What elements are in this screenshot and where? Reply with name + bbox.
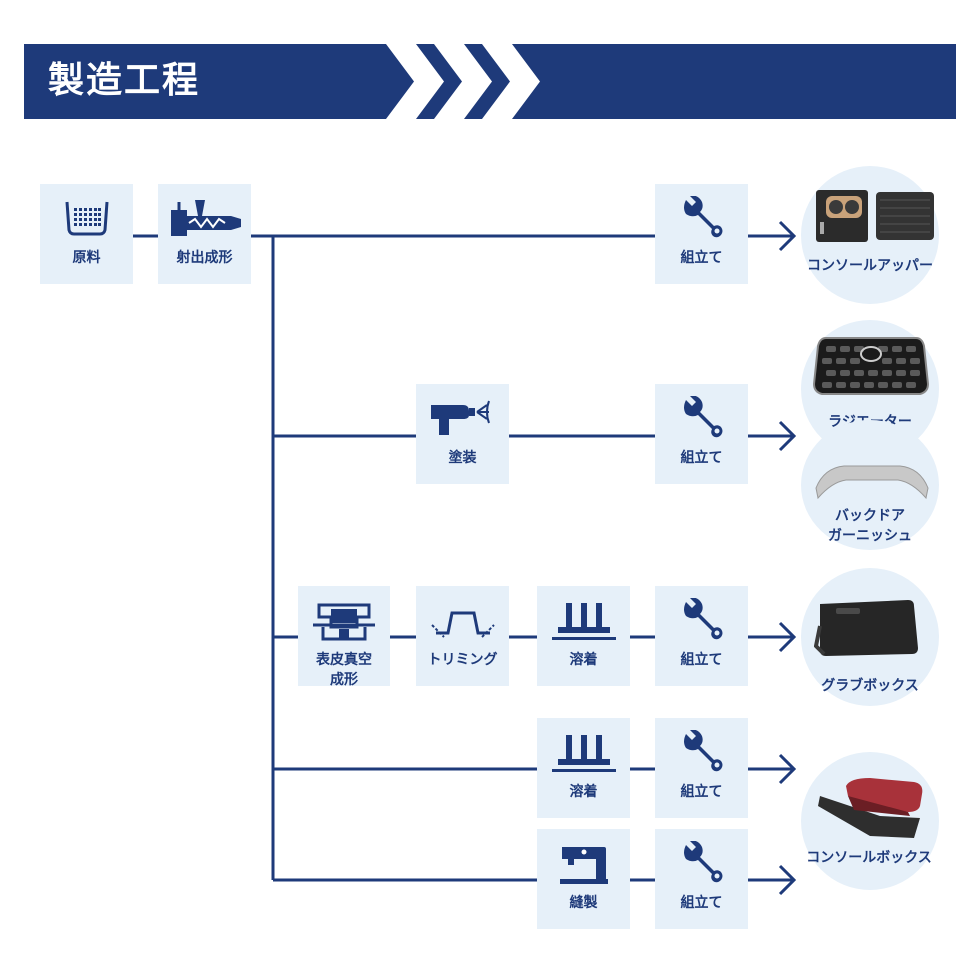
- welding-icon: [551, 603, 616, 640]
- product-label: コンソールアッパー: [807, 258, 933, 274]
- step-painting: 塗装: [416, 384, 509, 484]
- step-label: 組立て: [680, 784, 723, 800]
- product-label: バックドア ガーニッシュ: [828, 508, 912, 544]
- spray-gun-icon: [430, 400, 490, 435]
- vacuum-forming-icon: [313, 603, 375, 641]
- step-label: トリミング: [427, 652, 498, 668]
- sewing-machine-icon: [559, 847, 608, 884]
- step-label: 溶着: [569, 652, 598, 668]
- step-label: 組立て: [680, 895, 723, 911]
- step-sewing: 縫製: [537, 829, 630, 929]
- step-welding: 溶着: [537, 586, 630, 686]
- step-label: 溶着: [569, 784, 598, 800]
- wrench-icon: [683, 841, 722, 883]
- step-label: 表皮真空 成形: [316, 652, 372, 688]
- welding-icon: [551, 735, 616, 772]
- console-upper-image: [816, 190, 934, 242]
- step-material: 原料: [40, 184, 133, 284]
- step-label: 縫製: [569, 895, 598, 911]
- trimming-icon: [430, 611, 495, 638]
- step-label: 原料: [72, 250, 101, 266]
- chevron-icon: [434, 44, 492, 119]
- wrench-icon: [683, 396, 722, 438]
- header-banner: [24, 44, 956, 119]
- step-assembly: 組立て: [655, 384, 748, 484]
- page-title: 製造工程: [48, 60, 201, 101]
- basin-icon: [65, 201, 108, 236]
- step-vacuum-forming: 表皮真空 成形: [298, 586, 390, 688]
- wrench-icon: [683, 730, 722, 772]
- step-assembly: 組立て: [655, 718, 748, 818]
- chevron-icon: [482, 44, 540, 119]
- step-assembly: 組立て: [655, 184, 748, 284]
- product-label: コンソールボックス: [806, 850, 932, 866]
- step-assembly: 組立て: [655, 586, 748, 686]
- step-welding: 溶着: [537, 718, 630, 818]
- step-trimming: トリミング: [416, 586, 509, 686]
- step-assembly: 組立て: [655, 829, 748, 929]
- product-label: グラブボックス: [821, 678, 919, 694]
- step-label: 組立て: [680, 652, 723, 668]
- console-box-image: [818, 778, 923, 838]
- injection-machine-icon: [170, 200, 241, 236]
- step-label: 組立て: [680, 450, 723, 466]
- glove-box-image: [814, 600, 918, 656]
- chevron-icon: [386, 44, 444, 119]
- step-injection-molding: 射出成形: [158, 184, 251, 284]
- wrench-icon: [683, 598, 722, 640]
- step-label: 射出成形: [176, 250, 233, 266]
- radiator-grill-image: [812, 337, 930, 395]
- step-label: 塗装: [448, 450, 477, 466]
- back-door-garnish-image: [815, 465, 929, 500]
- step-label: 組立て: [680, 250, 723, 266]
- wrench-icon: [683, 196, 722, 238]
